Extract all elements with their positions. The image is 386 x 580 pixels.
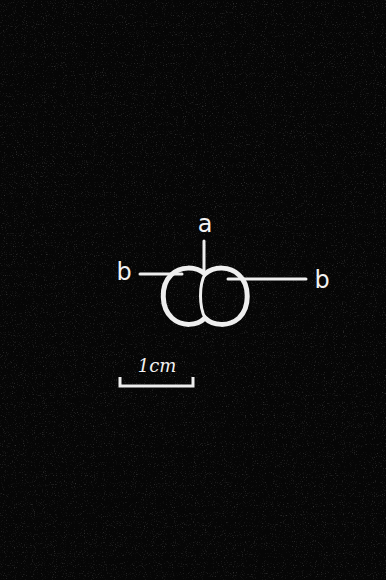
- axis-a-line: [203, 241, 206, 272]
- axis-b-line-right: [228, 278, 306, 281]
- seed-outline: [163, 268, 247, 324]
- axis-label: b: [314, 268, 329, 292]
- seed-contour: [163, 268, 247, 324]
- axis-b-line-left: [140, 273, 182, 276]
- axis-lines: [140, 241, 306, 279]
- scale-label: 1cm: [138, 357, 177, 375]
- axis-label: b: [116, 260, 131, 284]
- seed-suture: [201, 274, 206, 318]
- scale-bar: [120, 377, 193, 386]
- axis-label: a: [198, 212, 213, 236]
